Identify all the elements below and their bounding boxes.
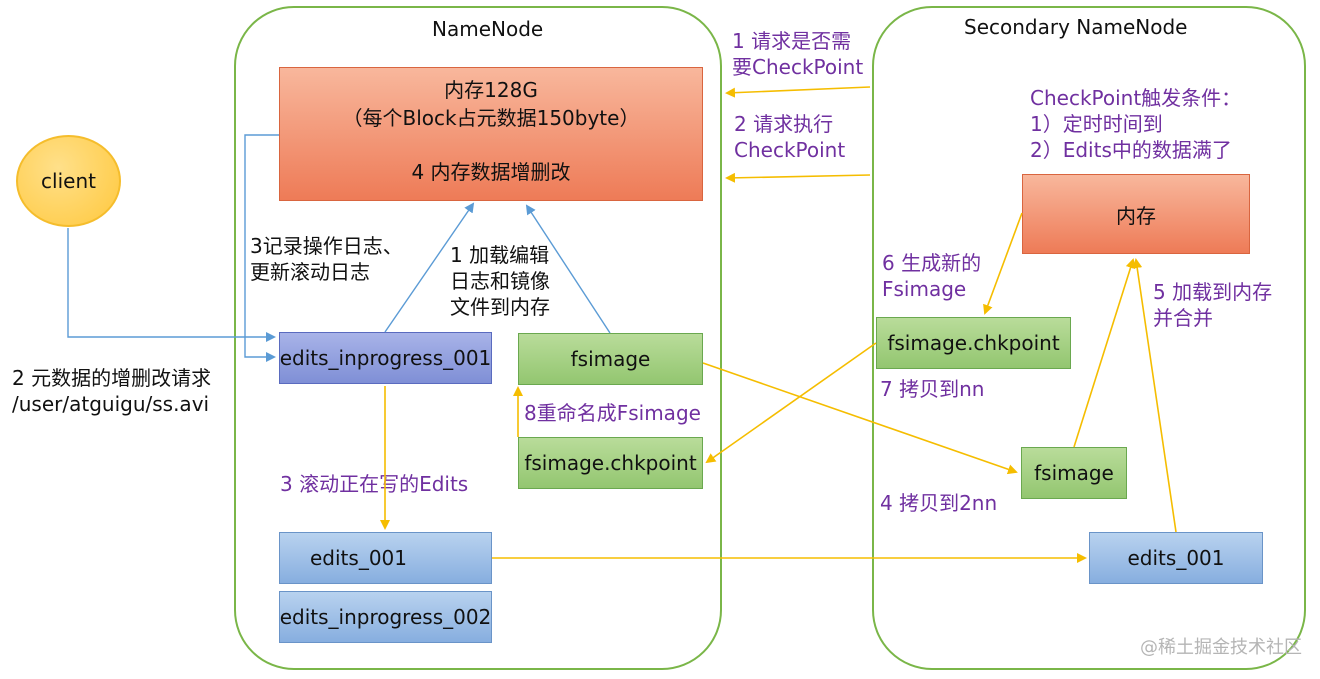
client-request-label: 2 元数据的增删改请求 /user/atguigu/ss.avi xyxy=(12,366,212,416)
arrow-request-checkpoint xyxy=(725,86,871,98)
namenode-title: NameNode xyxy=(432,17,544,41)
namenode-memory-ops: 4 内存数据增删改 xyxy=(411,160,571,184)
secondary-edits-001-box: edits_001 xyxy=(1089,532,1263,584)
namenode-memory-note: （每个Block占元数据150byte） xyxy=(342,106,640,130)
rename-label: 8重命名成Fsimage xyxy=(524,401,701,425)
execute-checkpoint-label: 2 请求执行 CheckPoint xyxy=(734,112,846,162)
secondary-namenode-panel xyxy=(872,6,1306,670)
roll-edits-label: 3 滚动正在写的Edits xyxy=(280,472,469,496)
record-log-label: 3记录操作日志、 更新滚动日志 xyxy=(250,234,403,284)
watermark: @稀土掘金技术社区 xyxy=(1140,637,1302,658)
arrow-client-request xyxy=(67,228,276,342)
copy-to-2nn-label: 4 拷贝到2nn xyxy=(880,491,998,515)
load-merge-label: 5 加载到内存 并合并 xyxy=(1153,280,1273,330)
arrow-execute-checkpoint xyxy=(725,172,871,183)
edits-inprogress-002-box: edits_inprogress_002 xyxy=(279,591,492,643)
copy-to-nn-label: 7 拷贝到nn xyxy=(880,377,985,401)
arrow-load-edits xyxy=(384,202,475,333)
generate-new-label: 6 生成新的 Fsimage xyxy=(882,251,982,301)
arrow-load-fsimage xyxy=(525,204,611,334)
namenode-memory-box: 内存128G （每个Block占元数据150byte） 4 内存数据增删改 xyxy=(279,67,703,201)
client-node: client xyxy=(16,135,121,227)
arrow-chkpoint-to-nn xyxy=(705,342,877,464)
namenode-fsimage-chkpoint-box: fsimage.chkpoint xyxy=(518,437,703,489)
request-checkpoint-label: 1 请求是否需 要CheckPoint xyxy=(732,29,864,79)
namenode-panel xyxy=(234,6,722,670)
secondary-namenode-title: Secondary NameNode xyxy=(964,15,1188,39)
secondary-fsimage-chkpoint-box: fsimage.chkpoint xyxy=(876,317,1071,369)
load-edit-label: 1 加载编辑 日志和镜像 文件到内存 xyxy=(450,243,550,319)
checkpoint-conditions-label: CheckPoint触发条件： 1）定时时间到 2）Edits中的数据满了 xyxy=(1030,86,1242,162)
client-label: client xyxy=(41,169,96,193)
edits-inprogress-001-box: edits_inprogress_001 xyxy=(279,332,492,384)
secondary-fsimage-box: fsimage xyxy=(1021,447,1127,499)
namenode-fsimage-box: fsimage xyxy=(518,333,703,385)
namenode-edits-001-box: edits_001 xyxy=(279,532,492,584)
arrow-record-log xyxy=(244,134,279,362)
arrow-fsimage-to-2nn xyxy=(702,362,1018,475)
namenode-memory-size: 内存128G xyxy=(444,78,538,102)
arrow-fsimage-load xyxy=(1073,258,1136,448)
arrow-generate-new xyxy=(983,212,1023,315)
secondary-memory-box: 内存 xyxy=(1022,174,1250,254)
arrow-edits-load xyxy=(1132,258,1177,533)
